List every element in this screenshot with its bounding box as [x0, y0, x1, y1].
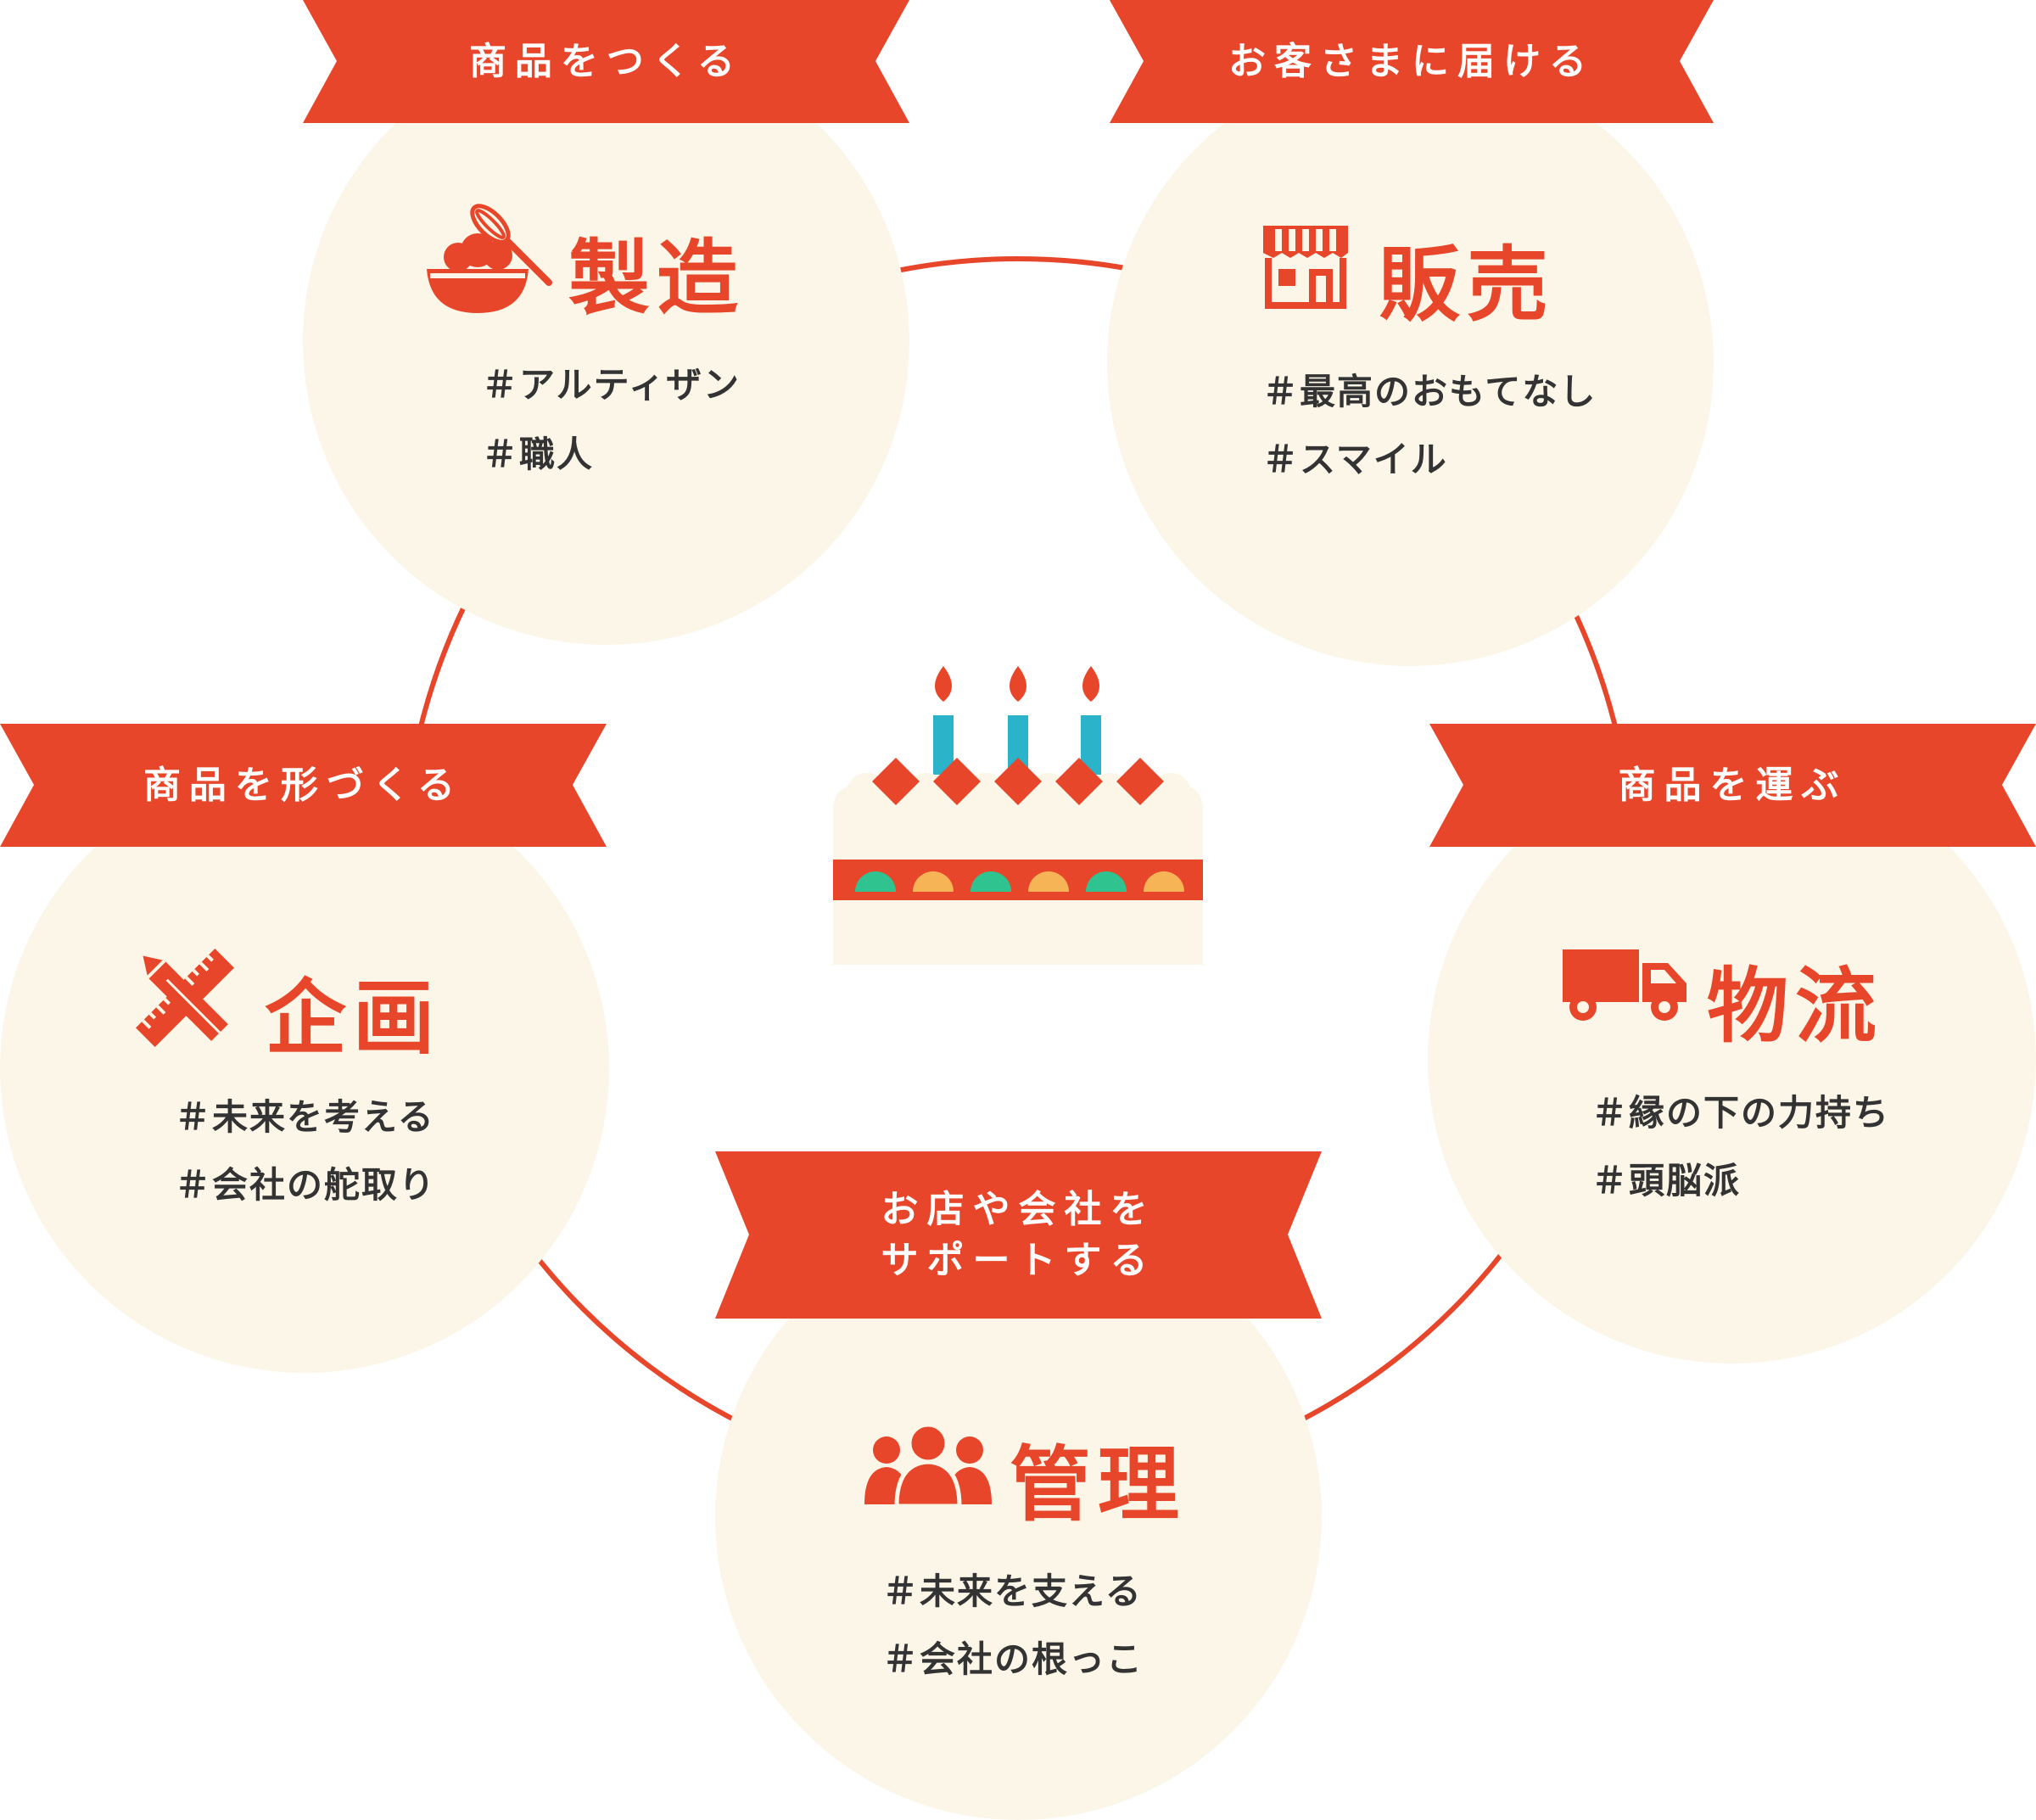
banner-butsuryu: 商品を運ぶ [1429, 724, 2036, 847]
tag-hanbai-1: ＃最高のおもてなし [1262, 363, 1597, 415]
tag-kanri-2: ＃会社の根っこ [882, 1631, 1144, 1683]
banner-label: 商品を形づくる [0, 724, 607, 847]
tag-kanri-1: ＃未来を支える [882, 1563, 1143, 1615]
banner-seizo: 商品をつくる [303, 0, 909, 123]
tag-seizo-2: ＃職人 [482, 426, 594, 478]
tag-butsuryu-2: ＃頭脳派 [1591, 1152, 1741, 1204]
tag-butsuryu-1: ＃縁の下の力持ち [1591, 1084, 1890, 1136]
pencil-ruler-icon [126, 944, 244, 1052]
circle-seizo [303, 38, 909, 645]
title-butsuryu: 物流 [1707, 940, 1883, 1058]
tag-kikaku-1: ＃未来を考える [175, 1089, 435, 1140]
truck-icon [1561, 946, 1690, 1024]
banner-label: お客さまに届ける [1110, 0, 1714, 123]
title-hanbai: 販売 [1379, 219, 1555, 337]
bowl-whisk-icon [420, 199, 560, 318]
store-icon [1260, 222, 1351, 309]
banner-label: 商品をつくる [303, 0, 909, 123]
title-kanri: 管理 [1010, 1419, 1186, 1537]
banner-kanri: お店や会社を サポートする [715, 1151, 1322, 1319]
tag-kikaku-2: ＃会社の舵取り [175, 1156, 436, 1208]
banner-label: 商品を運ぶ [1429, 724, 2036, 847]
tag-hanbai-2: ＃スマイル [1262, 431, 1448, 483]
tag-seizo-1: ＃アルティザン [482, 356, 741, 408]
people-icon [861, 1421, 995, 1506]
birthday-cake-icon [831, 666, 1205, 965]
title-kikaku: 企画 [265, 952, 441, 1070]
title-seizo: 製造 [568, 212, 745, 330]
banner-kikaku: 商品を形づくる [0, 724, 607, 847]
banner-label: お店や会社を サポートする [715, 1151, 1322, 1319]
banner-hanbai: お客さまに届ける [1110, 0, 1714, 123]
